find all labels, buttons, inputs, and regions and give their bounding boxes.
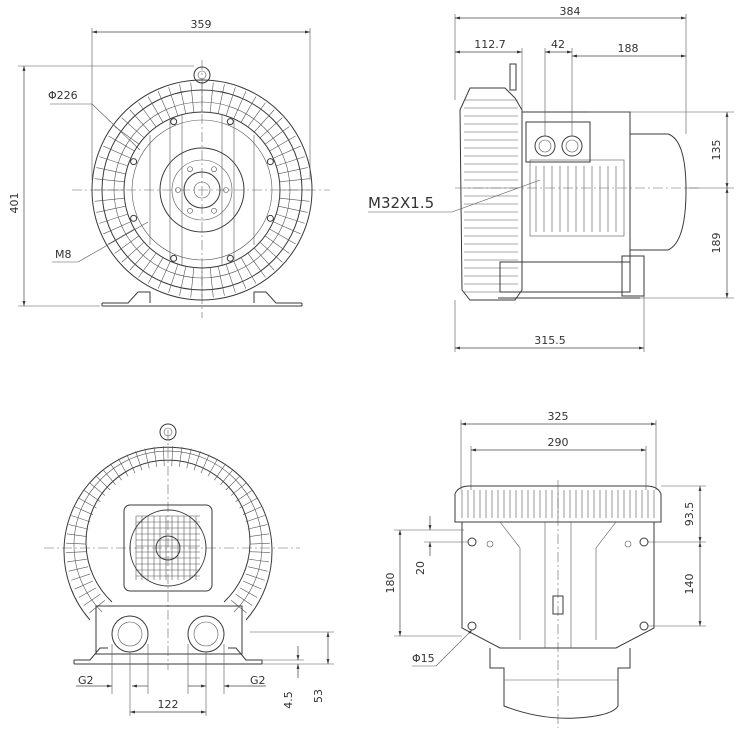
dim-112-7: 112.7 xyxy=(474,38,506,51)
dim-359: 359 xyxy=(191,18,212,31)
dim-180: 180 xyxy=(384,573,397,594)
label-g2-right: G2 xyxy=(250,674,266,687)
bottom-view: 325 290 93.5 140 180 20 Φ15 xyxy=(384,410,706,728)
rear-view: G2 G2 122 4.5 53 xyxy=(44,423,334,716)
dim-4-5: 4.5 xyxy=(282,691,295,709)
label-m32: M32X1.5 xyxy=(368,194,434,212)
dim-315-5: 315.5 xyxy=(534,334,566,347)
label-g2-left: G2 xyxy=(78,674,94,687)
dim-122: 122 xyxy=(158,698,179,711)
dim-135: 135 xyxy=(710,140,723,161)
dim-189: 189 xyxy=(710,233,723,254)
dim-93-5: 93.5 xyxy=(683,502,696,527)
label-m8: M8 xyxy=(55,248,72,261)
dim-140: 140 xyxy=(683,574,696,595)
dim-325: 325 xyxy=(548,410,569,423)
dim-53: 53 xyxy=(312,689,325,703)
dim-42: 42 xyxy=(551,38,565,51)
dim-20: 20 xyxy=(414,561,427,575)
dim-290: 290 xyxy=(548,436,569,449)
dim-188: 188 xyxy=(618,42,639,55)
dim-diameter-226: Φ226 xyxy=(48,89,78,102)
dim-384: 384 xyxy=(560,5,581,18)
dim-401: 401 xyxy=(8,193,21,214)
front-view: 359 401 Φ226 M8 xyxy=(8,18,330,318)
dim-hole-15: Φ15 xyxy=(412,652,435,665)
side-view: 384 112.7 42 188 135 189 M32X1.5 315.5 xyxy=(368,5,734,352)
